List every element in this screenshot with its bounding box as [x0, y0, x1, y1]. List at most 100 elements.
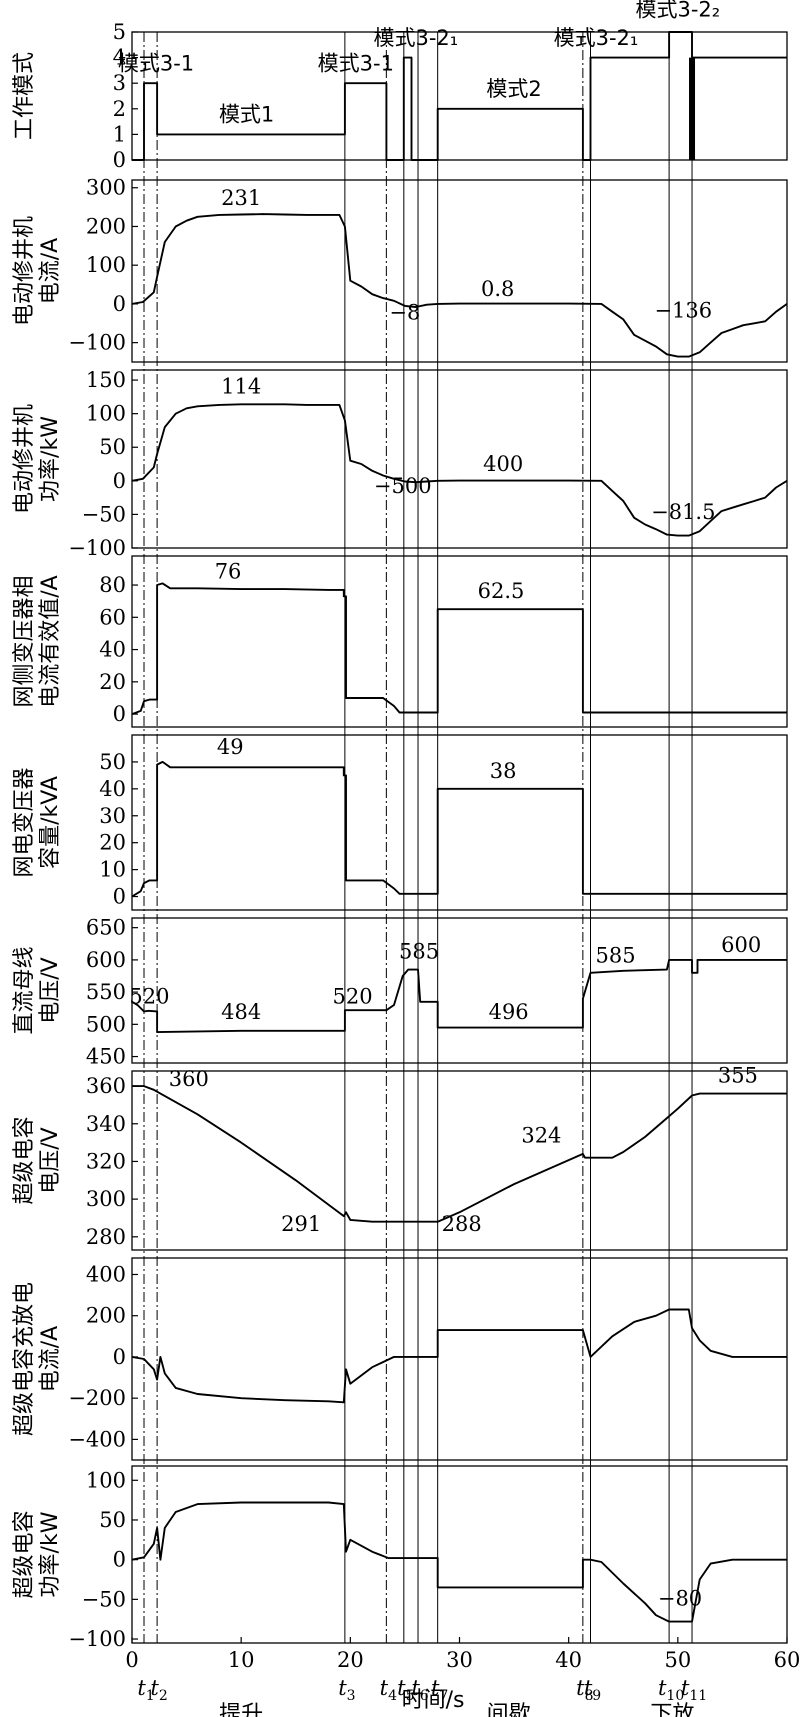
y-tick-label-0: 5 [113, 20, 126, 44]
time-mark-label-7: t8 [576, 1676, 593, 1704]
y-tick-label-7: −400 [68, 1427, 126, 1451]
data-label-0-4: 模式2 [486, 77, 541, 101]
series-line-6-0 [132, 1085, 787, 1223]
data-label-2-1: 400 [483, 452, 523, 476]
panel-frame-0 [131, 31, 788, 161]
y-tick-label-7: 0 [113, 1345, 126, 1369]
x-tick-label: 40 [555, 1648, 582, 1672]
y-tick-label-0: 0 [113, 148, 126, 172]
panel-frame-1 [131, 179, 788, 363]
y-tick-label-8: 100 [86, 1468, 126, 1492]
data-label-4-1: 38 [490, 759, 517, 783]
y-tick-label-2: 150 [86, 368, 126, 392]
data-label-5-4: 496 [489, 1000, 529, 1024]
data-label-2-3: −81.5 [651, 500, 715, 524]
series-line-3-0 [131, 582, 787, 715]
y-axis-label-2: 电动修井机功率/kW [12, 404, 63, 514]
y-tick-label-2: 100 [86, 402, 126, 426]
y-axis-label-1: 电动修井机电流/A [12, 216, 63, 326]
data-label-0-6: 模式3-2₂ [635, 0, 720, 22]
y-tick-label-3: 40 [99, 638, 126, 662]
y-tick-label-6: 340 [86, 1112, 126, 1136]
data-label-6-4: 355 [718, 1063, 758, 1087]
data-label-1-1: 0.8 [481, 277, 514, 301]
data-label-6-2: 288 [442, 1212, 482, 1236]
data-label-0-2: 模式3-1 [318, 51, 394, 75]
data-label-6-3: 324 [521, 1124, 561, 1148]
y-tick-label-6: 280 [86, 1225, 126, 1249]
y-tick-label-8: 0 [113, 1548, 126, 1572]
y-tick-label-7: 400 [86, 1262, 126, 1286]
y-tick-label-1: 200 [86, 214, 126, 238]
x-axis-label: 时间/s [402, 1688, 465, 1713]
y-tick-label-7: −200 [68, 1386, 126, 1410]
data-label-4-0: 49 [217, 735, 244, 759]
data-label-5-1: 484 [221, 1000, 261, 1024]
y-tick-label-1: 0 [113, 292, 126, 316]
y-tick-label-1: 300 [86, 176, 126, 200]
y-tick-label-5: 600 [86, 948, 126, 972]
data-label-5-3: 585 [399, 940, 439, 964]
series-line-4-0 [131, 760, 787, 898]
y-tick-label-4: 10 [99, 858, 126, 882]
y-axis-label-0: 工作模式 [12, 52, 37, 140]
y-tick-label-3: 80 [99, 573, 126, 597]
time-mark-label-0: t1 [137, 1676, 154, 1704]
y-axis-label-3: 网侧变压器相电流有效值/A [12, 575, 63, 707]
plot-layer: 012345工作模式模式3-1模式1模式3-1模式3-2₁模式2模式3-2₁模式… [12, 0, 800, 1717]
y-tick-label-6: 360 [86, 1074, 126, 1098]
y-tick-label-7: 200 [86, 1304, 126, 1328]
data-label-5-5: 585 [596, 943, 636, 967]
panel-frame-5 [131, 917, 788, 1064]
panel-frame-6 [131, 1070, 788, 1251]
series-line-5-0 [131, 958, 787, 1034]
data-label-0-1: 模式1 [219, 103, 274, 127]
series-line-1-0 [131, 213, 788, 358]
y-tick-label-8: −100 [68, 1627, 126, 1651]
y-tick-label-5: 550 [86, 980, 126, 1004]
y-tick-label-3: 60 [99, 605, 126, 629]
data-label-8-0: −80 [658, 1587, 702, 1611]
y-tick-label-0: 2 [113, 97, 126, 121]
data-label-0-3: 模式3-2₁ [373, 26, 458, 50]
y-tick-label-6: 320 [86, 1149, 126, 1173]
y-axis-label-7: 超级电容充放电电流/A [12, 1282, 63, 1436]
panel-frame-3 [131, 555, 788, 728]
time-mark-label-9: t10 [658, 1676, 684, 1704]
phase-label-2: 下放 [650, 1702, 694, 1717]
y-tick-label-2: −50 [82, 502, 126, 526]
data-label-2-0: 114 [221, 375, 261, 399]
data-label-5-2: 520 [332, 985, 372, 1009]
data-label-5-6: 600 [721, 933, 761, 957]
data-label-3-1: 62.5 [478, 579, 525, 603]
y-tick-label-6: 300 [86, 1187, 126, 1211]
y-tick-label-1: 100 [86, 253, 126, 277]
data-label-1-3: −136 [654, 298, 712, 322]
y-tick-label-4: 30 [99, 804, 126, 828]
time-mark-label-3: t4 [380, 1676, 397, 1704]
phase-label-1: 间歇 [487, 1702, 531, 1717]
y-tick-label-3: 20 [99, 670, 126, 694]
data-label-1-2: −8 [389, 300, 420, 324]
y-axis-label-5: 直流母线电压/V [12, 946, 63, 1034]
data-label-6-1: 291 [281, 1212, 321, 1236]
time-mark-label-2: t3 [338, 1676, 355, 1704]
panel-frame-8 [131, 1465, 788, 1644]
series-line-2-0 [131, 403, 788, 537]
panel-frame-7 [131, 1257, 788, 1461]
data-label-0-0: 模式3-1 [118, 51, 194, 75]
panel-frame-4 [131, 734, 788, 911]
data-label-6-0: 360 [169, 1067, 209, 1091]
y-axis-label-8: 超级电容功率/kW [12, 1510, 63, 1598]
x-tick-label: 30 [446, 1648, 473, 1672]
y-tick-label-1: −100 [68, 331, 126, 355]
series-line-0-0 [132, 31, 787, 161]
x-tick-label: 10 [228, 1648, 255, 1672]
data-label-3-0: 76 [215, 560, 242, 584]
time-mark-label-8: t9 [584, 1676, 601, 1704]
data-label-5-0: 520 [129, 985, 169, 1009]
data-label-1-0: 231 [221, 186, 261, 210]
y-tick-label-5: 500 [86, 1012, 126, 1036]
y-tick-label-5: 650 [86, 916, 126, 940]
